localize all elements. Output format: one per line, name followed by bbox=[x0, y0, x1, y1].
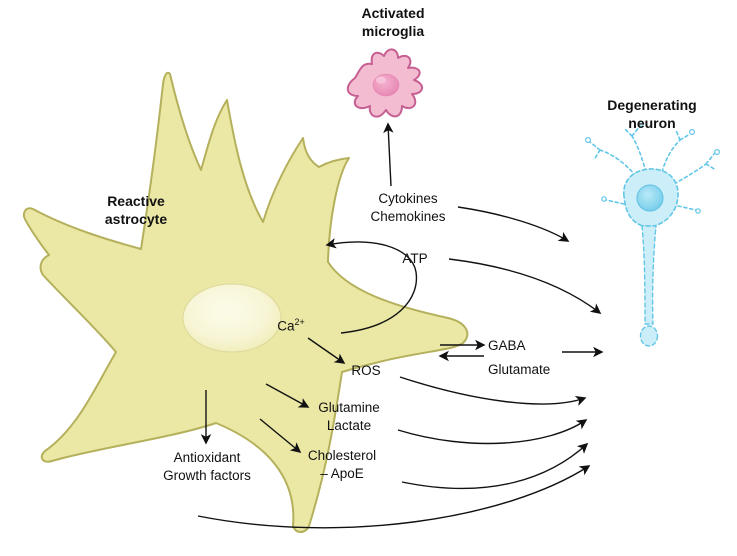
arrow-to-glutamine bbox=[265, 383, 310, 408]
neuron-axon-terminal bbox=[639, 325, 659, 347]
neuron-axon bbox=[641, 225, 657, 325]
microglia-nucleus bbox=[372, 73, 400, 97]
arrow-bottom-to-neuron bbox=[197, 465, 591, 529]
signal-arrows bbox=[197, 122, 604, 529]
neuron-cell bbox=[584, 120, 720, 347]
arrow-cholesterol-to-neuron bbox=[401, 442, 589, 490]
neuron-nucleus bbox=[636, 184, 664, 212]
arrow-cytokines-to-neuron bbox=[457, 206, 570, 242]
astrocyte-nucleus bbox=[182, 283, 282, 353]
astrocyte-cell bbox=[23, 71, 469, 533]
arrow-cytokines-to-microglia bbox=[383, 122, 394, 187]
arrow-calcium-to-ros bbox=[307, 337, 346, 364]
arrow-to-cholesterol bbox=[259, 418, 302, 454]
arrow-ros-to-neuron bbox=[399, 376, 587, 406]
neuron-dendrite-tips bbox=[584, 120, 720, 214]
microglia-cell bbox=[346, 48, 423, 118]
arrow-atp-loop-to-astrocyte bbox=[325, 238, 418, 334]
microglia-nucleus-highlight bbox=[376, 76, 386, 84]
neuron-dendrites bbox=[589, 125, 717, 211]
arrow-lactate-to-neuron bbox=[397, 419, 588, 445]
arrow-atp-to-neuron bbox=[448, 258, 602, 314]
